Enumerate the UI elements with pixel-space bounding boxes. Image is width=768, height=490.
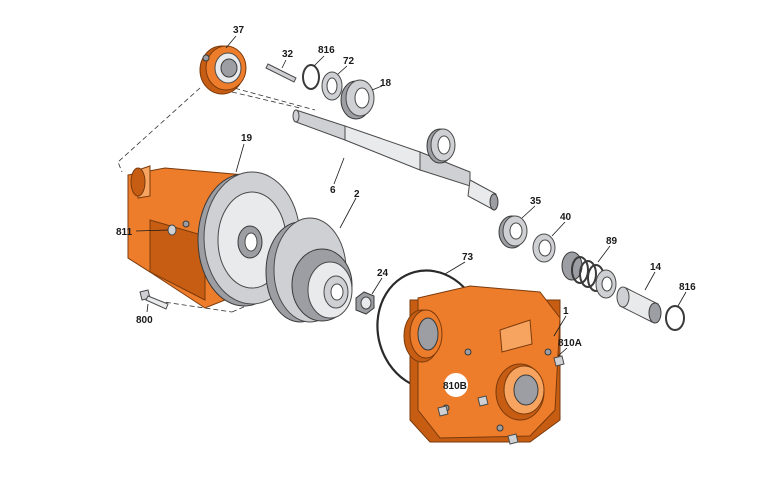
label-6: 6	[330, 185, 336, 196]
part-89-mechanical-seal	[561, 251, 617, 299]
part-800-bolt	[139, 289, 169, 310]
part-1-pump-casing	[403, 285, 561, 443]
label-24: 24	[377, 268, 389, 279]
label-18: 18	[380, 78, 392, 89]
label-72: 72	[343, 56, 355, 67]
label-37: 37	[233, 25, 245, 36]
part-32-key	[265, 63, 297, 83]
leader-lines	[135, 35, 687, 357]
label-40: 40	[560, 212, 572, 223]
part-6-shaft	[292, 109, 499, 211]
part-816-retaining-ring-top	[302, 64, 320, 90]
part-816-retaining-ring-right	[665, 305, 685, 331]
part-40-washer	[532, 233, 556, 263]
part-18-bearing	[340, 79, 375, 120]
label-810B: 810B	[443, 381, 467, 392]
label-89: 89	[606, 236, 618, 247]
label-810B-backdrop	[444, 373, 468, 397]
label-810A: 810A	[558, 338, 582, 349]
part-24-impeller-nut	[355, 291, 375, 315]
label-35: 35	[530, 196, 542, 207]
label-19: 19	[241, 133, 253, 144]
part-810B-plugs	[437, 395, 519, 445]
label-1: 1	[563, 306, 569, 317]
part-37-bearing-cap	[199, 45, 247, 95]
label-816-top: 816	[318, 45, 335, 56]
part-2-impeller	[265, 217, 353, 323]
part-811-plug	[167, 220, 190, 236]
label-811: 811	[116, 227, 133, 238]
label-816-right: 816	[679, 282, 696, 293]
label-2: 2	[354, 189, 360, 200]
part-labels: 37 32 816 72 18 19 6 2 811 24 800 35 40 …	[116, 25, 696, 392]
shaft-bearing	[426, 128, 456, 164]
label-73: 73	[462, 252, 474, 263]
part-14-shaft-sleeve	[616, 286, 662, 324]
label-14: 14	[650, 262, 662, 273]
label-32: 32	[282, 49, 294, 60]
part-72-washer	[321, 71, 343, 101]
part-810A-plug	[553, 355, 565, 367]
part-35-seal	[498, 215, 528, 249]
label-800: 800	[136, 315, 153, 326]
